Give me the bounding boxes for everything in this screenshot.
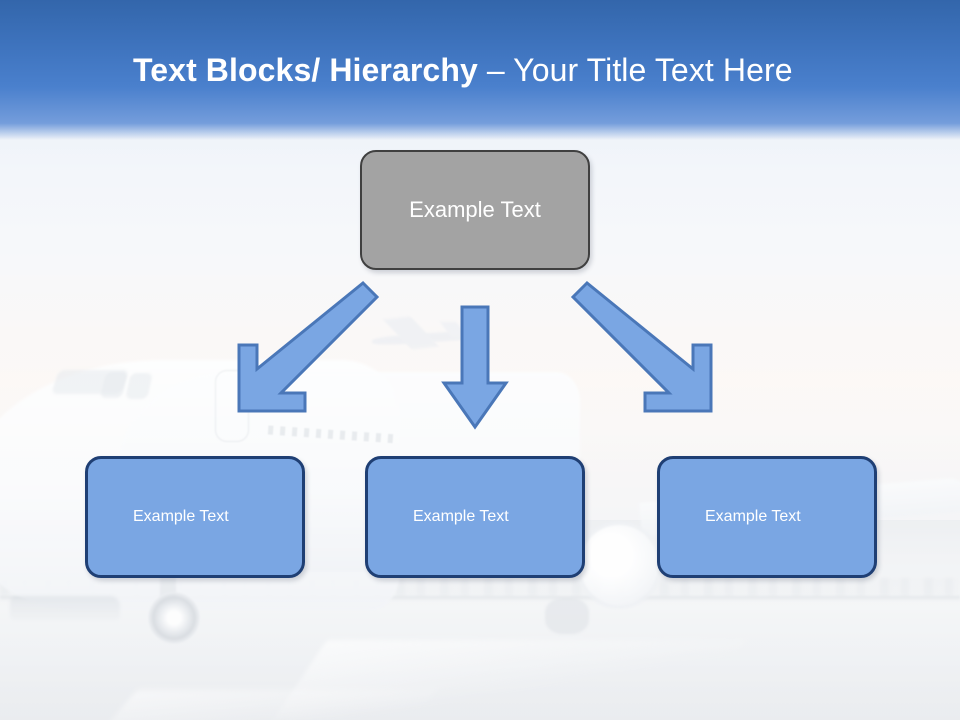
hierarchy-child-label-1: Example Text xyxy=(133,508,229,525)
hierarchy-root-label: Example Text xyxy=(409,197,541,222)
hierarchy-child-box-1[interactable]: Example Text xyxy=(85,456,305,578)
landing-gear-wheel xyxy=(148,592,200,644)
arrow-left xyxy=(237,280,380,413)
hierarchy-child-box-3[interactable]: Example Text xyxy=(657,456,877,578)
ground-vehicle xyxy=(10,596,120,620)
hierarchy-root-box[interactable]: Example Text xyxy=(360,150,590,270)
airplane-engine xyxy=(580,525,658,605)
arrow-right xyxy=(570,280,713,413)
page-title: Text Blocks/ Hierarchy – Your Title Text… xyxy=(133,52,793,89)
runway-marking-2 xyxy=(103,690,437,720)
page-title-bold: Text Blocks/ Hierarchy xyxy=(133,52,487,88)
hierarchy-child-box-2[interactable]: Example Text xyxy=(365,456,585,578)
page-title-regular: – Your Title Text Here xyxy=(486,52,793,88)
hierarchy-child-label-2: Example Text xyxy=(413,508,509,525)
hierarchy-child-label-3: Example Text xyxy=(705,508,801,525)
title-banner: Text Blocks/ Hierarchy – Your Title Text… xyxy=(0,0,960,140)
landing-gear-right xyxy=(545,598,589,634)
arrow-middle xyxy=(441,305,509,430)
